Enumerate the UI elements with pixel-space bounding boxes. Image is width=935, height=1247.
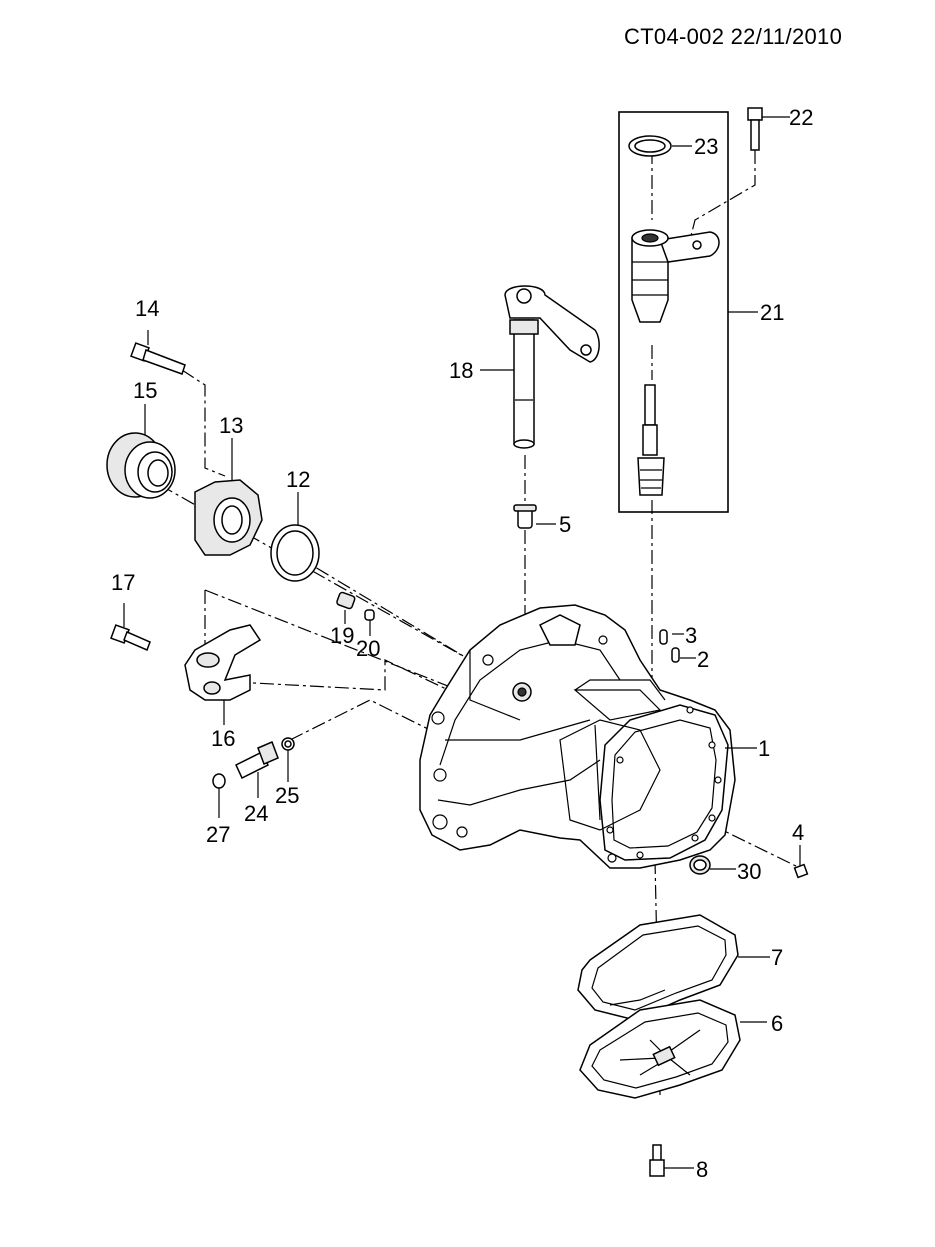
callout-14: 14 <box>135 296 159 321</box>
switch-24 <box>235 741 279 780</box>
document-code: CT04-002 22/11/2010 <box>624 24 843 49</box>
dowel-pins <box>659 629 680 663</box>
callout-23: 23 <box>694 134 718 159</box>
callout-27: 27 <box>206 822 230 847</box>
callout-18: 18 <box>449 358 473 383</box>
seal-ring-12 <box>270 524 320 582</box>
callout-22: 22 <box>789 105 813 130</box>
callout-15: 15 <box>133 378 157 403</box>
callout-25: 25 <box>275 783 299 808</box>
callout-8: 8 <box>696 1157 708 1182</box>
speedometer-assembly-box <box>618 111 729 513</box>
callout-24: 24 <box>244 801 268 826</box>
bushing-5 <box>513 504 537 529</box>
callout-3: 3 <box>685 623 697 648</box>
guide-sleeve-13 <box>194 479 263 556</box>
bolt-14 <box>130 342 186 375</box>
transmission-case <box>419 604 736 869</box>
plug-27 <box>212 773 226 789</box>
pin-20 <box>364 609 375 621</box>
release-fork-16 <box>184 624 262 701</box>
callout-1: 1 <box>758 736 770 761</box>
callout-21: 21 <box>760 300 784 325</box>
oil-pan-gasket <box>577 914 739 1021</box>
callout-13: 13 <box>219 413 243 438</box>
washer-25 <box>281 737 295 751</box>
release-bearing-15 <box>106 432 176 499</box>
bolt-22 <box>747 107 763 151</box>
callout-30: 30 <box>737 859 761 884</box>
shift-shaft-18 <box>504 285 600 449</box>
callout-12: 12 <box>286 467 310 492</box>
callout-4: 4 <box>792 820 804 845</box>
callout-20: 20 <box>356 636 380 661</box>
callout-labels: 1 2 3 4 5 6 7 8 12 13 14 15 16 17 18 19 … <box>111 105 813 1182</box>
callout-16: 16 <box>211 726 235 751</box>
callout-6: 6 <box>771 1011 783 1036</box>
callout-2: 2 <box>697 647 709 672</box>
oil-pan <box>579 999 741 1099</box>
bolt-19 <box>336 591 356 610</box>
bolt-17 <box>110 624 151 652</box>
bolt-4 <box>793 863 809 879</box>
plug-30 <box>689 855 711 875</box>
callout-19: 19 <box>330 623 354 648</box>
leader-lines <box>123 116 801 1169</box>
callout-5: 5 <box>559 512 571 537</box>
callout-7: 7 <box>771 945 783 970</box>
callout-17: 17 <box>111 570 135 595</box>
speedometer-gear <box>628 135 720 496</box>
drain-bolt <box>649 1144 665 1177</box>
